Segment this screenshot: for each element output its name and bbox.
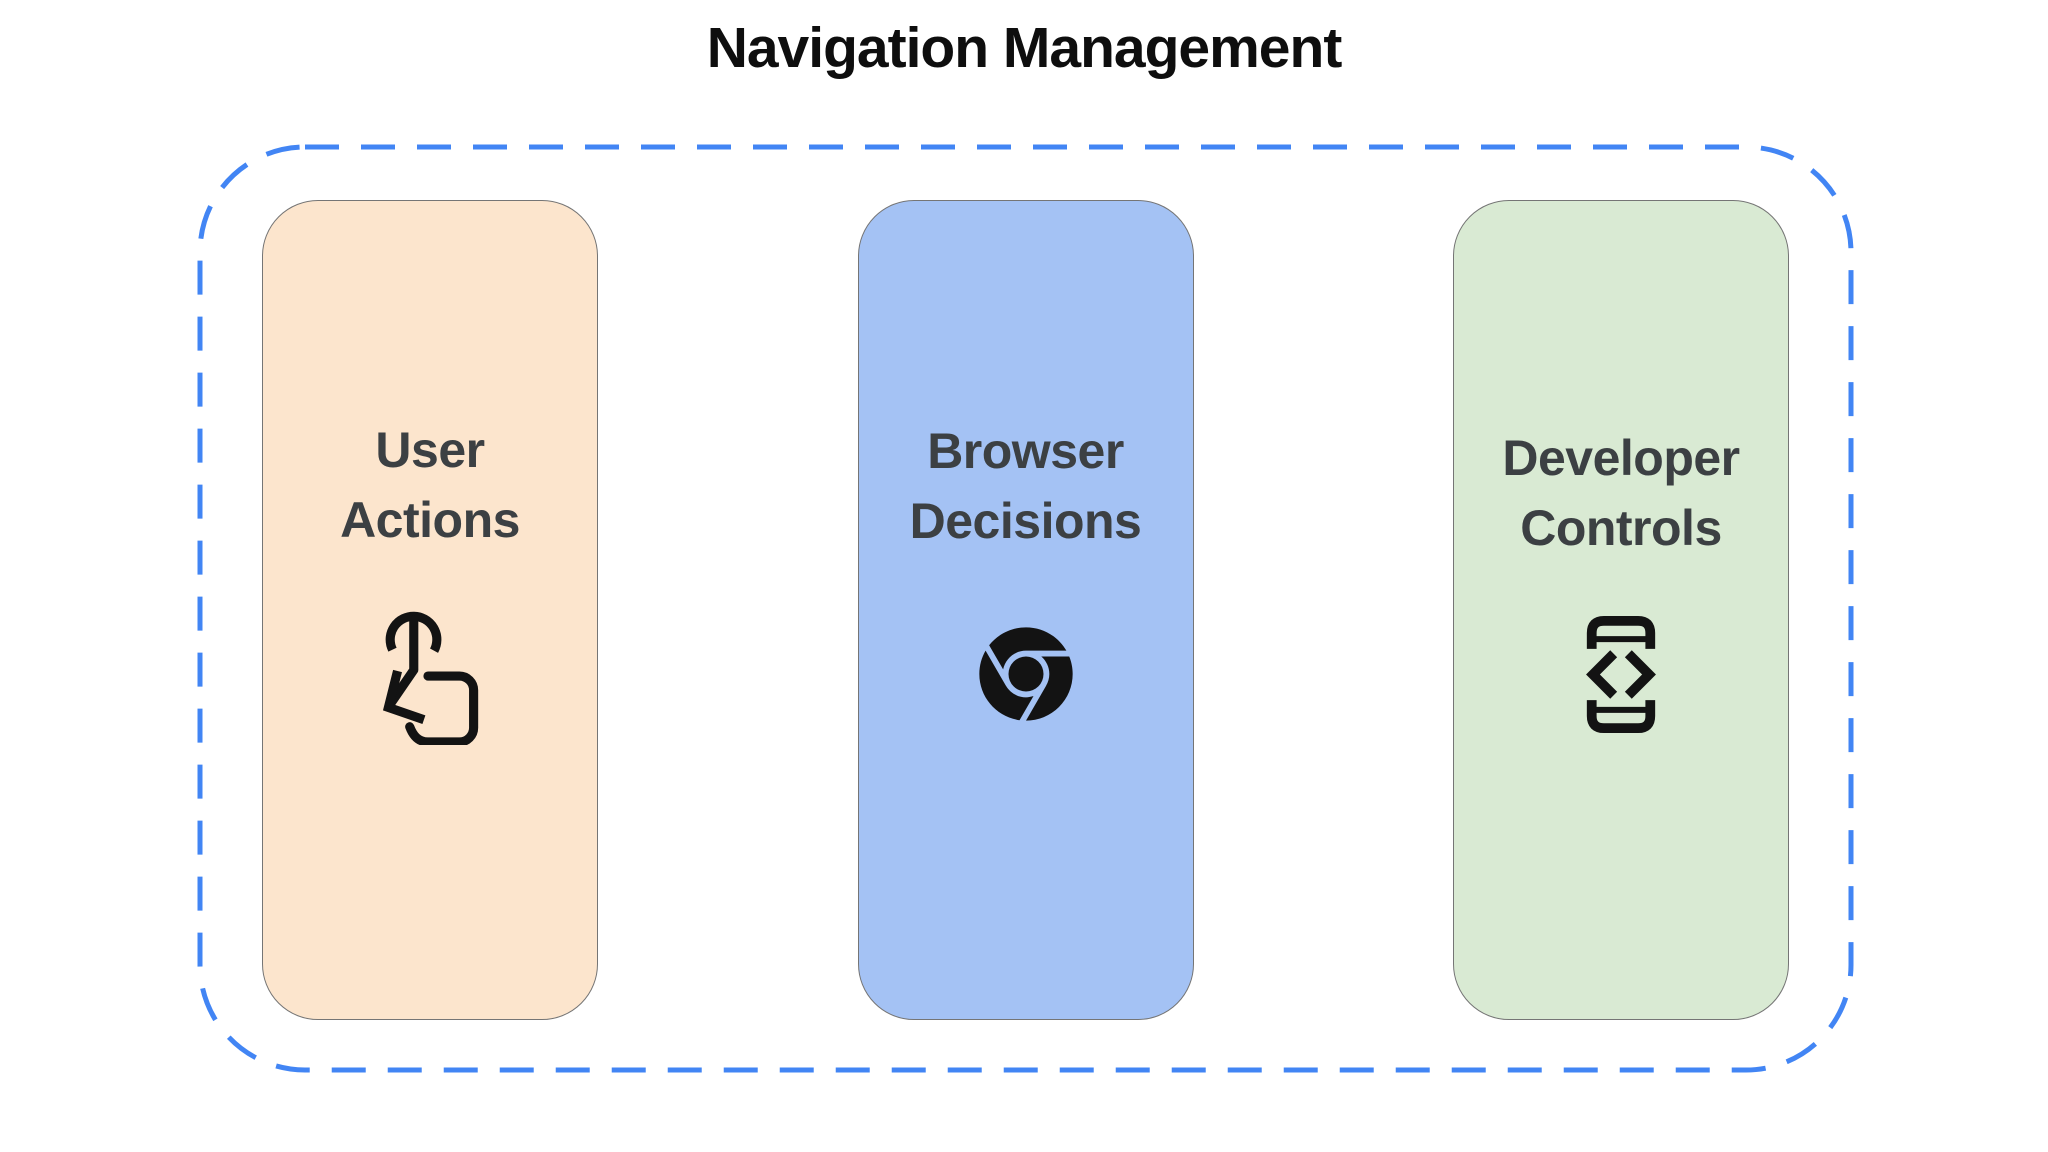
touch-gesture-icon bbox=[382, 611, 479, 745]
developer-mode-icon bbox=[1586, 615, 1656, 733]
dashed-border-rect bbox=[197, 144, 1854, 1073]
card-developer-controls: Developer Controls bbox=[1453, 200, 1789, 1020]
card-label: Browser Decisions bbox=[909, 423, 1142, 549]
dashed-border bbox=[197, 144, 1854, 1073]
card-label: User Actions bbox=[340, 422, 520, 548]
cards-row: User Actions Browser Decisions bbox=[197, 200, 1854, 1020]
card-browser-decisions: Browser Decisions bbox=[857, 200, 1194, 1020]
card-label: Developer Controls bbox=[1502, 429, 1740, 556]
dashed-group-frame bbox=[197, 144, 1854, 1073]
card-user-actions-content: User Actions bbox=[288, 415, 573, 745]
chrome-browser-icon bbox=[978, 627, 1073, 721]
card-developer-controls-content: Developer Controls bbox=[1479, 423, 1764, 738]
card-browser-decisions-content: Browser Decisions bbox=[883, 416, 1168, 744]
card-user-actions: User Actions bbox=[262, 200, 598, 1020]
page-title: Navigation Management bbox=[706, 16, 1343, 80]
